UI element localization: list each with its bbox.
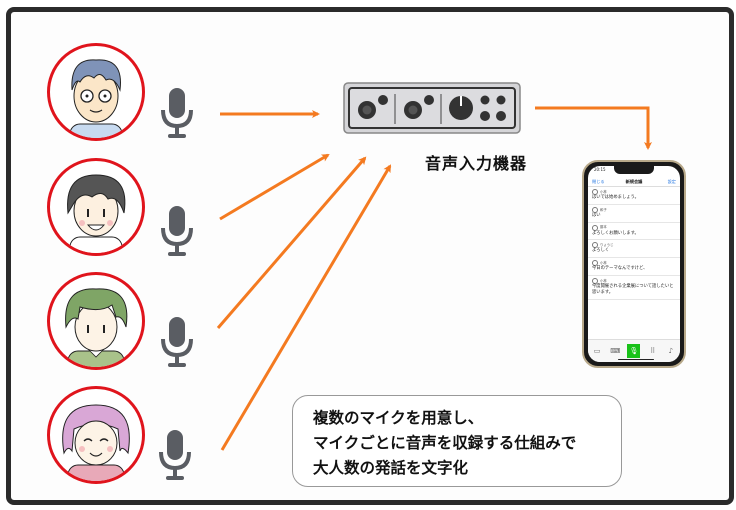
phone-tab-bar: ▭ ⌨ 🎙 ⠿ ♪ <box>588 339 680 362</box>
close-button[interactable]: 閉じる <box>592 179 605 184</box>
status-time: 20:15 <box>594 167 606 172</box>
participant-avatar-2 <box>47 158 145 256</box>
speaker-name: 小林 <box>600 278 607 283</box>
caption-line-2: マイクごとに音声を収録する仕組みで <box>313 434 577 452</box>
speaker-avatar-icon <box>592 189 598 195</box>
speaker-name: 藤本 <box>600 225 607 230</box>
person-3-illustration <box>65 288 128 367</box>
audio-interface-icon <box>343 82 521 134</box>
speaker-avatar-icon <box>592 277 598 284</box>
phone-screen: 20:15 閉じる 新規会議 設定 小林はいでは始めましょう。 和子はい 藤本よ… <box>588 166 680 362</box>
transcript-text: よろしく <box>592 248 610 254</box>
person-2-illustration <box>67 174 126 253</box>
speaker-avatar-icon <box>592 224 598 231</box>
participant-avatar-4 <box>47 386 145 484</box>
speaker-avatar-icon <box>592 242 598 249</box>
microphone-icon-4 <box>159 430 191 480</box>
speaker-avatar-icon <box>592 206 598 213</box>
transcript-item[interactable]: りょうじよろしく <box>588 240 680 259</box>
grid-tab-icon[interactable]: ⠿ <box>650 347 656 355</box>
history-tab-icon[interactable]: ▭ <box>593 347 601 355</box>
mic-settings-tab-icon[interactable]: ♪ <box>668 347 674 355</box>
phone-notch <box>614 166 654 174</box>
speaker-name: 小林 <box>600 189 607 194</box>
keyboard-tab-icon[interactable]: ⌨ <box>610 347 621 355</box>
home-indicator <box>618 358 654 360</box>
transcript-text: はい <box>592 212 601 218</box>
speaker-name: 和子 <box>600 207 607 212</box>
transcript-text: 今日のテーマなんですけど、 <box>592 266 648 272</box>
transcript-item[interactable]: 藤本よろしくお願いします。 <box>588 223 680 241</box>
smartphone-mockup: 20:15 閉じる 新規会議 設定 小林はいでは始めましょう。 和子はい 藤本よ… <box>582 160 686 368</box>
microphone-icon-2 <box>161 206 193 256</box>
transcript-list: 小林はいでは始めましょう。 和子はい 藤本よろしくお願いします。 りょうじよろし… <box>588 187 680 300</box>
transcript-text: はいでは始めましょう。 <box>592 195 639 200</box>
speaker-name: 小林 <box>600 260 607 265</box>
caption-line-1: 複数のマイクを用意し、 <box>313 409 484 427</box>
caption-line-3: 大人数の発話を文字化 <box>313 459 469 477</box>
microphone-icon-1 <box>161 88 193 138</box>
record-button-icon[interactable]: 🎙 <box>627 344 641 358</box>
settings-button[interactable]: 設定 <box>667 179 676 184</box>
speaker-avatar-icon <box>592 260 598 267</box>
person-4-illustration <box>62 404 130 481</box>
transcript-text: よろしくお願いします。 <box>592 230 639 236</box>
person-1-illustration <box>69 59 123 138</box>
speaker-name: りょうじ <box>600 243 614 248</box>
phone-nav-bar: 閉じる 新規会議 設定 <box>588 176 680 187</box>
participant-avatar-1 <box>47 43 145 141</box>
device-label: 音声入力機器 <box>425 154 528 173</box>
transcript-item[interactable]: 和子はい <box>588 205 680 223</box>
transcript-item[interactable]: 小林今度開催される企業展について話したいと思います。 <box>588 276 680 300</box>
transcript-item[interactable]: 小林はいでは始めましょう。 <box>588 187 680 205</box>
transcript-text: 今度開催される企業展について話したいと思います。 <box>592 283 674 295</box>
transcript-item[interactable]: 小林今日のテーマなんですけど、 <box>588 258 680 276</box>
caption-box: 複数のマイクを用意し、 マイクごとに音声を収録する仕組みで 大人数の発話を文字化 <box>292 395 622 487</box>
microphone-icon-3 <box>161 317 193 367</box>
participant-avatar-3 <box>47 272 145 370</box>
nav-title: 新規会議 <box>625 179 643 184</box>
